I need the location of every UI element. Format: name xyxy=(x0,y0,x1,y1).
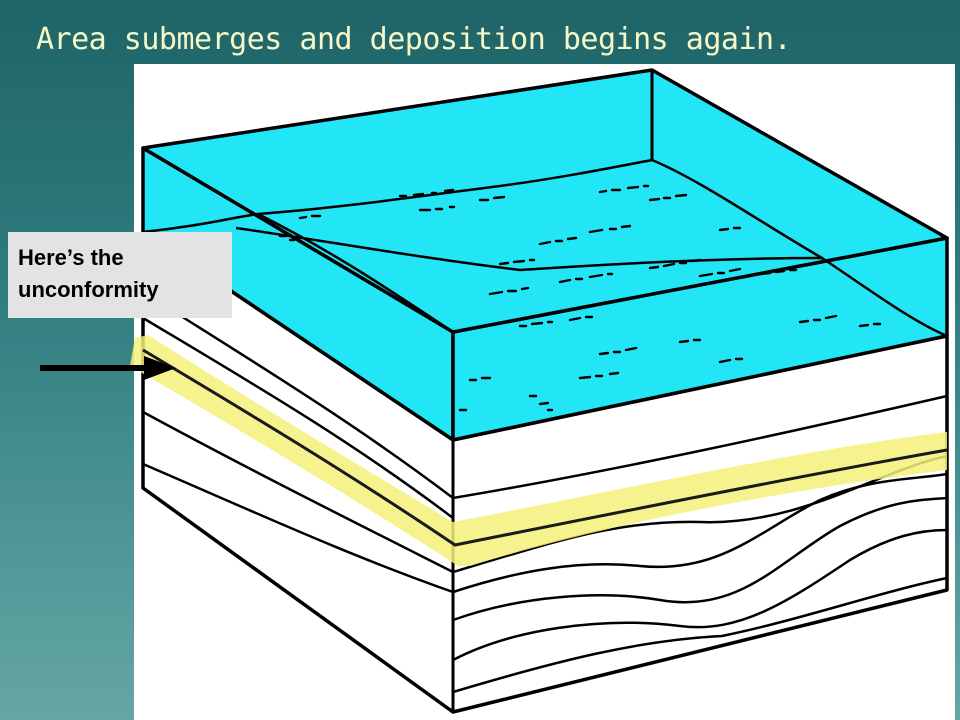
folded-layer-line xyxy=(452,472,948,594)
slide-title: Area submerges and deposition begins aga… xyxy=(36,22,792,57)
submerged-surface-line xyxy=(142,158,653,234)
side-layer-line xyxy=(142,316,454,519)
submerged-surface-line xyxy=(235,226,823,272)
right-arrow-icon xyxy=(40,356,176,380)
submerged-surface-line xyxy=(257,212,454,334)
unconformity-highlight xyxy=(130,335,948,566)
sediment-stipple-marks xyxy=(278,184,882,412)
basement-line xyxy=(452,576,948,694)
unconformity-callout: Here’s the unconformity xyxy=(8,232,232,318)
callout-line-1: Here’s the xyxy=(18,245,124,270)
callout-line-2: unconformity xyxy=(18,277,159,302)
sedimentary-block xyxy=(141,230,949,714)
folded-layer-line xyxy=(452,528,948,662)
side-layer-line xyxy=(142,462,454,594)
side-layer-line xyxy=(142,290,454,499)
unconformity-line xyxy=(142,348,948,547)
unconformity-highlight-band xyxy=(130,335,947,566)
water-top-face xyxy=(141,68,949,334)
folded-layer-line xyxy=(452,496,948,622)
front-layer-line xyxy=(452,394,948,500)
side-layer-line xyxy=(142,410,454,574)
